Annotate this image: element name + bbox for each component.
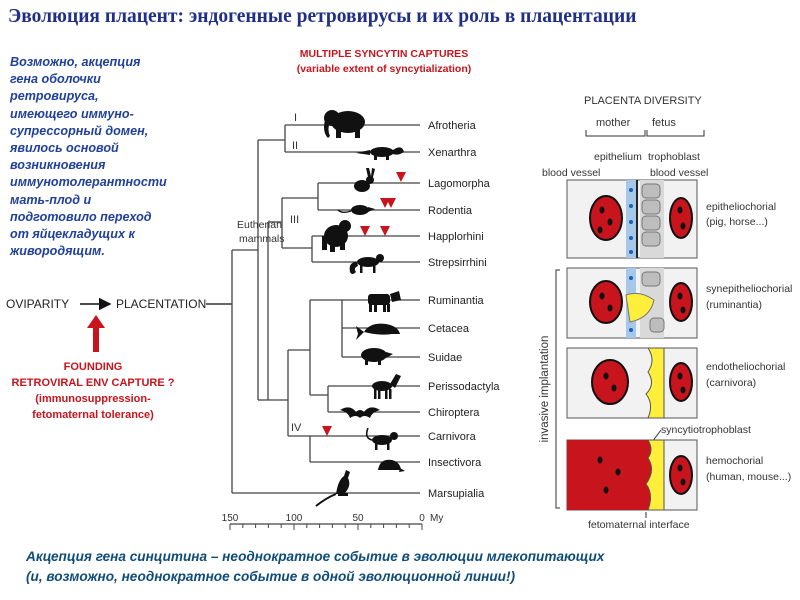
intro-line: подготовило переход xyxy=(10,209,152,224)
clade-label: II xyxy=(292,140,298,152)
elephant-icon xyxy=(324,110,365,138)
intro-line: явилось основой xyxy=(10,141,119,156)
clade-label: III xyxy=(290,214,299,226)
taxon-ruminantia: Ruminantia xyxy=(428,295,485,307)
axis-unit: My xyxy=(430,513,443,524)
page-title: Эволюция плацент: эндогенные ретровирусы… xyxy=(8,6,637,27)
intro-line: ретровируса, xyxy=(10,89,99,104)
syncytiotrophoblast-label: syncytiotrophoblast xyxy=(661,424,751,436)
pig-icon xyxy=(361,348,393,365)
axis-tick-label: 100 xyxy=(286,513,303,524)
caption-line: Акцепция гена синцитина – неоднократное … xyxy=(26,549,605,564)
placenta-type-example: (carnivora) xyxy=(706,377,756,389)
intro-line: живородящим. xyxy=(10,244,105,259)
founding-line: (immunosuppression- xyxy=(35,393,151,405)
hedgehog-icon xyxy=(378,459,405,472)
trophoblast-label: trophoblast xyxy=(648,151,700,163)
founding-line: fetomaternal tolerance) xyxy=(32,409,154,421)
founding-arrow-icon xyxy=(87,315,105,352)
taxon-insectivora: Insectivora xyxy=(428,457,482,469)
phylogenetic-tree xyxy=(231,124,420,494)
epithelium-label: epithelium xyxy=(594,151,642,163)
eutherian-label: mammals xyxy=(239,233,285,245)
taxon-perissodactyla: Perissodactyla xyxy=(428,381,500,393)
placentation-label: PLACENTATION xyxy=(116,297,206,311)
invasive-label: invasive implantation xyxy=(539,336,551,443)
interface-label: fetomaternal interface xyxy=(588,519,690,531)
fetus-label: fetus xyxy=(652,117,676,129)
syncytin-subtitle: (variable extent of syncytialization) xyxy=(297,63,471,75)
bat-icon xyxy=(340,407,380,418)
capture-marker-icon xyxy=(360,226,370,236)
rabbit-icon xyxy=(354,168,375,192)
intro-line: гена оболочки xyxy=(10,72,101,87)
taxon-afrotheria: Afrotheria xyxy=(428,120,477,132)
placenta-panel-epitheliochorial xyxy=(566,179,698,259)
taxon-happlorhini: Happlorhini xyxy=(428,231,484,243)
rat-icon xyxy=(337,205,375,215)
oviparity-label: OVIPARITY xyxy=(6,297,69,311)
lemur-icon xyxy=(349,254,384,274)
intro-line: от яйцекладущих к xyxy=(10,227,135,242)
taxon-xenarthra: Xenarthra xyxy=(428,147,477,159)
intro-line: мать-плод и xyxy=(10,192,92,207)
taxon-suidae: Suidae xyxy=(428,352,462,364)
taxon-carnivora: Carnivora xyxy=(428,431,477,443)
kangaroo-icon xyxy=(315,470,350,507)
placenta-type-name: hemochorial xyxy=(706,455,763,467)
capture-marker-icon xyxy=(322,426,332,436)
cat-icon xyxy=(365,427,398,450)
capture-marker-icon xyxy=(380,226,390,236)
horse-icon xyxy=(372,374,401,399)
founding-line: RETROVIRAL ENV CAPTURE ? xyxy=(12,377,175,389)
blood-vessel-label: blood vessel xyxy=(650,167,708,179)
intro-line: Возможно, акцепция xyxy=(10,55,141,69)
placenta-type-example: (pig, horse...) xyxy=(706,216,768,228)
eutherian-label: Eutherian xyxy=(237,219,282,231)
syncytin-title: MULTIPLE SYNCYTIN CAPTURES xyxy=(300,48,468,60)
placenta-panel-hemochorial xyxy=(566,439,698,511)
mother-label: mother xyxy=(596,117,631,129)
intro-line: иммунотолерантности xyxy=(10,175,167,190)
placenta-type-example: (ruminantia) xyxy=(706,299,762,311)
placenta-type-name: endotheliochorial xyxy=(706,361,785,373)
placenta-panel-endotheliochorial xyxy=(566,347,698,419)
placenta-title: PLACENTA DIVERSITY xyxy=(584,95,702,107)
placenta-type-name: epitheliochorial xyxy=(706,201,776,213)
intro-line: имеющего иммуно- xyxy=(10,106,134,121)
taxon-marsupialia: Marsupialia xyxy=(428,488,485,500)
taxon-rodentia: Rodentia xyxy=(428,205,473,217)
whale-icon xyxy=(356,323,400,340)
placenta-panel-synepitheliochorial xyxy=(566,267,698,339)
time-axis: 150 100 50 0 My xyxy=(222,513,443,530)
clade-label: IV xyxy=(291,422,302,434)
axis-tick-label: 0 xyxy=(419,513,425,524)
taxon-lagomorpha: Lagomorpha xyxy=(428,178,491,190)
axis-tick-label: 150 xyxy=(222,513,239,524)
intro-line: супрессорный домен, xyxy=(10,123,149,138)
anteater-icon xyxy=(356,147,404,160)
caption-line: (и, возможно, неоднократное событие в од… xyxy=(26,569,516,584)
axis-tick-label: 50 xyxy=(352,513,364,524)
taxon-strepsirrhini: Strepsirrhini xyxy=(428,257,487,269)
intro-line: возникновения xyxy=(10,158,106,173)
capture-marker-icon xyxy=(396,172,406,182)
blood-vessel-label: blood vessel xyxy=(542,167,600,179)
cow-icon xyxy=(368,291,401,312)
capture-marker-icon xyxy=(386,198,396,208)
taxon-chiroptera: Chiroptera xyxy=(428,407,480,419)
placenta-type-example: (human, mouse...) xyxy=(706,471,791,483)
placenta-type-name: synepitheliochorial xyxy=(706,283,792,295)
invasive-bracket xyxy=(555,269,560,509)
taxon-cetacea: Cetacea xyxy=(428,323,470,335)
caption: Акцепция гена синцитина – неоднократное … xyxy=(26,547,796,587)
gorilla-icon xyxy=(322,220,351,252)
intro-text: Возможно, акцепция гена оболочки ретрови… xyxy=(10,54,210,260)
clade-label: I xyxy=(294,112,297,124)
founding-line: FOUNDING xyxy=(64,361,123,373)
